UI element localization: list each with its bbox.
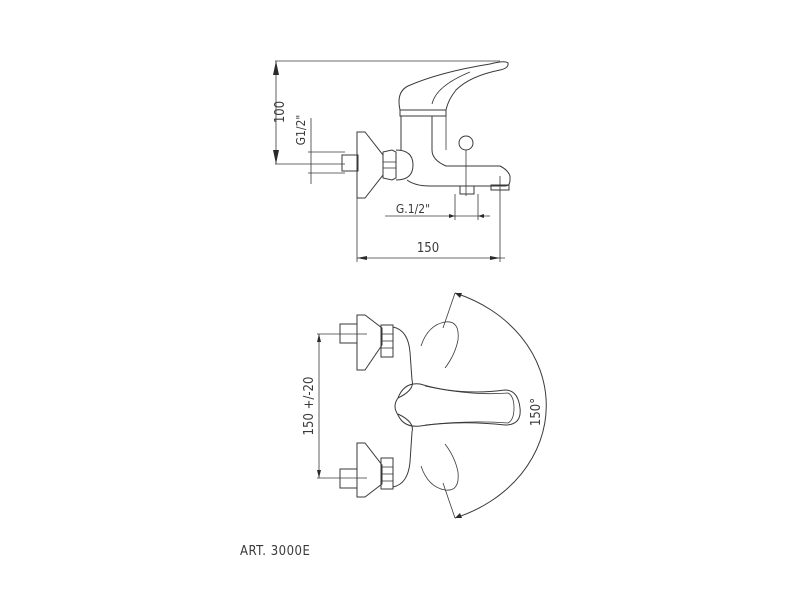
inlet-thread-label: G1/2" (294, 115, 308, 146)
rotation-angle-label: 150° (529, 398, 544, 426)
height-dimension-label: 100 (273, 101, 288, 123)
side-view: 100 G1/2" G.1/2" 150 (273, 60, 511, 262)
outlet-thread-label: G.1/2" (396, 202, 430, 216)
top-view: 150 +/-20 150° (302, 292, 547, 519)
article-number: ART. 3000E (240, 544, 310, 559)
center-distance-label: 150 +/-20 (302, 377, 317, 436)
width-dimension-label: 150 (417, 241, 439, 256)
